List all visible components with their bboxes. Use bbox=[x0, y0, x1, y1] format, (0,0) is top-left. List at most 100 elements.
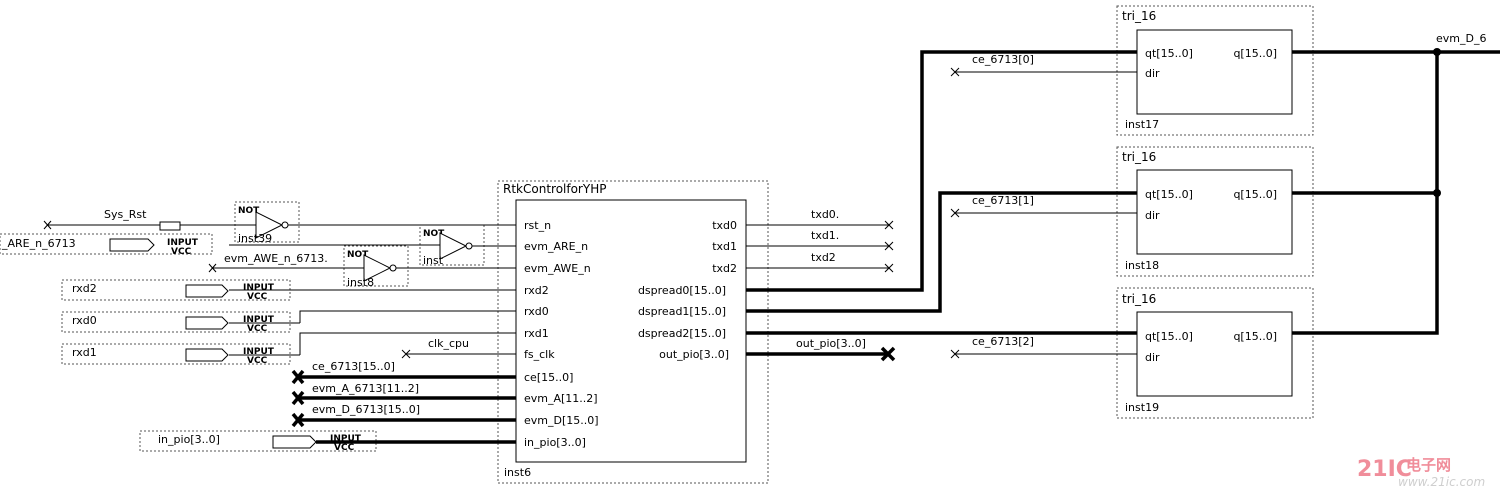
tri-port-dir: dir bbox=[1145, 67, 1160, 80]
input-pin-rxd2[interactable]: rxd2 INPUT VCC bbox=[61, 279, 291, 302]
net-label-ce2: ce_6713[2] bbox=[972, 335, 1034, 348]
bus-dspread0[interactable] bbox=[746, 50, 1137, 292]
sys-rst-marker bbox=[159, 221, 181, 231]
input-pin-shape bbox=[185, 348, 229, 362]
port-evm-d: evm_D[15..0] bbox=[524, 414, 599, 427]
tri-block-body[interactable] bbox=[1136, 29, 1293, 115]
input-pin-type: INPUT bbox=[243, 283, 275, 293]
port-dspread0: dspread0[15..0] bbox=[638, 284, 726, 297]
input-pin-rxd0[interactable]: rxd0 INPUT VCC bbox=[61, 311, 291, 334]
not-gate-frame bbox=[234, 201, 300, 243]
tri-block-title: tri_16 bbox=[1122, 292, 1156, 306]
tri-block-frame bbox=[1116, 5, 1314, 136]
not-gate-instance: inst39 bbox=[238, 232, 272, 245]
not-gate-triangle bbox=[439, 232, 468, 260]
input-pin-frame bbox=[0, 233, 213, 255]
input-pin-frame bbox=[61, 343, 291, 365]
not-gate-bubble bbox=[389, 264, 397, 272]
bus-dspread1[interactable] bbox=[746, 191, 1137, 313]
port-ce: ce[15..0] bbox=[524, 371, 573, 384]
watermark-cn: 电子网 bbox=[1406, 456, 1451, 474]
not-gate-inst39[interactable]: NOT inst39 bbox=[234, 201, 300, 245]
port-txd0: txd0 bbox=[712, 219, 737, 232]
wire-end-x bbox=[950, 67, 960, 77]
wires bbox=[43, 48, 1500, 444]
input-pin-vcc: VCC bbox=[171, 247, 192, 257]
tri-block-title: tri_16 bbox=[1122, 9, 1156, 23]
main-block-title: RtkControlforYHP bbox=[503, 182, 606, 196]
tri-port-q: q[15..0] bbox=[1233, 188, 1277, 201]
wire-end-x bbox=[884, 220, 894, 230]
tri-block-body[interactable] bbox=[1136, 311, 1293, 397]
watermark: 21IC 电子网 www.21ic.com bbox=[1357, 456, 1485, 489]
port-evm-awe-n: evm_AWE_n bbox=[524, 262, 591, 275]
wire-end-x bbox=[884, 263, 894, 273]
port-evm-are-n: evm_ARE_n bbox=[524, 240, 588, 253]
port-dspread1: dspread1[15..0] bbox=[638, 305, 726, 318]
watermark-url: www.21ic.com bbox=[1398, 475, 1485, 489]
input-pin-type: INPUT bbox=[167, 238, 199, 248]
input-pin-name: in_pio[3..0] bbox=[158, 433, 220, 446]
bus-end-x bbox=[291, 390, 305, 406]
tri-block-inst17[interactable]: tri_16 qt[15..0] dir q[15..0] inst17 bbox=[1116, 5, 1314, 136]
not-gate-frame bbox=[343, 245, 409, 287]
tri-block-frame bbox=[1116, 146, 1314, 277]
tri-port-q: q[15..0] bbox=[1233, 330, 1277, 343]
tri-block-frame bbox=[1116, 287, 1314, 419]
input-pin-vcc: VCC bbox=[247, 324, 268, 334]
junction-dot bbox=[1433, 189, 1441, 197]
bus-end-x bbox=[880, 346, 896, 362]
not-gate-instance: inst8 bbox=[347, 276, 374, 289]
tri-block-inst18[interactable]: tri_16 qt[15..0] dir q[15..0] inst18 bbox=[1116, 146, 1314, 277]
tri-block-body[interactable] bbox=[1136, 169, 1293, 255]
port-evm-a: evm_A[11..2] bbox=[524, 392, 598, 405]
wire-end-x bbox=[950, 349, 960, 359]
not-gate-bubble bbox=[465, 242, 473, 250]
watermark-logo: 21IC bbox=[1357, 457, 1412, 482]
tri-block-inst19[interactable]: tri_16 qt[15..0] dir q[15..0] inst19 bbox=[1116, 287, 1314, 419]
wire-end-x bbox=[43, 220, 52, 230]
net-label-evm-a: evm_A_6713[11..2] bbox=[312, 382, 419, 395]
tri-port-qt: qt[15..0] bbox=[1145, 330, 1193, 343]
port-rst-n: rst_n bbox=[524, 219, 551, 232]
tri-port-qt: qt[15..0] bbox=[1145, 47, 1193, 60]
input-pin-frame bbox=[61, 311, 291, 333]
wire-end-x bbox=[950, 208, 960, 218]
input-pin-in-pio[interactable]: in_pio[3..0] INPUT VCC bbox=[139, 430, 377, 453]
not-gate-label: NOT bbox=[423, 229, 445, 239]
main-block-instance: inst6 bbox=[504, 466, 531, 479]
bus-q-out2[interactable] bbox=[1292, 52, 1439, 335]
input-pin-vcc: VCC bbox=[334, 443, 355, 453]
net-label-evm-d: evm_D_6713[15..0] bbox=[312, 403, 420, 416]
not-gate-label: NOT bbox=[347, 250, 369, 260]
junction-dot bbox=[1433, 48, 1441, 56]
port-rxd0: rxd0 bbox=[524, 305, 549, 318]
net-label-ce0: ce_6713[0] bbox=[972, 53, 1034, 66]
port-txd1: txd1 bbox=[712, 240, 737, 253]
tri-port-dir: dir bbox=[1145, 351, 1160, 364]
net-label-txd0: txd0. bbox=[811, 208, 839, 221]
input-pin-name: rxd1 bbox=[72, 346, 97, 359]
input-pin-name: rxd2 bbox=[72, 282, 97, 295]
wire-end-x bbox=[208, 263, 217, 273]
input-pin-rxd1[interactable]: rxd1 INPUT VCC bbox=[61, 343, 291, 366]
input-pin-type: INPUT bbox=[330, 434, 362, 444]
tri-block-instance: inst17 bbox=[1125, 118, 1159, 131]
main-block-body[interactable] bbox=[515, 199, 747, 463]
tri-port-q: q[15..0] bbox=[1233, 47, 1277, 60]
net-label-clk-cpu: clk_cpu bbox=[428, 337, 469, 350]
wire-rxd0[interactable] bbox=[299, 310, 516, 323]
wire-rxd1[interactable] bbox=[299, 332, 516, 355]
input-pin-are[interactable]: _ARE_n_6713 INPUT VCC bbox=[0, 233, 213, 257]
input-pin-type: INPUT bbox=[243, 347, 275, 357]
net-label-evm-d-out: evm_D_6 bbox=[1436, 32, 1486, 45]
main-block[interactable]: RtkControlforYHP inst6 rst_n evm_ARE_n e… bbox=[497, 180, 769, 484]
tri-port-qt: qt[15..0] bbox=[1145, 188, 1193, 201]
bus-end-x bbox=[291, 412, 305, 428]
wire-end-x bbox=[401, 349, 411, 359]
net-label-out-pio: out_pio[3..0] bbox=[796, 337, 866, 350]
tri-block-instance: inst18 bbox=[1125, 259, 1159, 272]
net-label-txd1: txd1. bbox=[811, 229, 839, 242]
input-pin-shape bbox=[185, 284, 229, 298]
